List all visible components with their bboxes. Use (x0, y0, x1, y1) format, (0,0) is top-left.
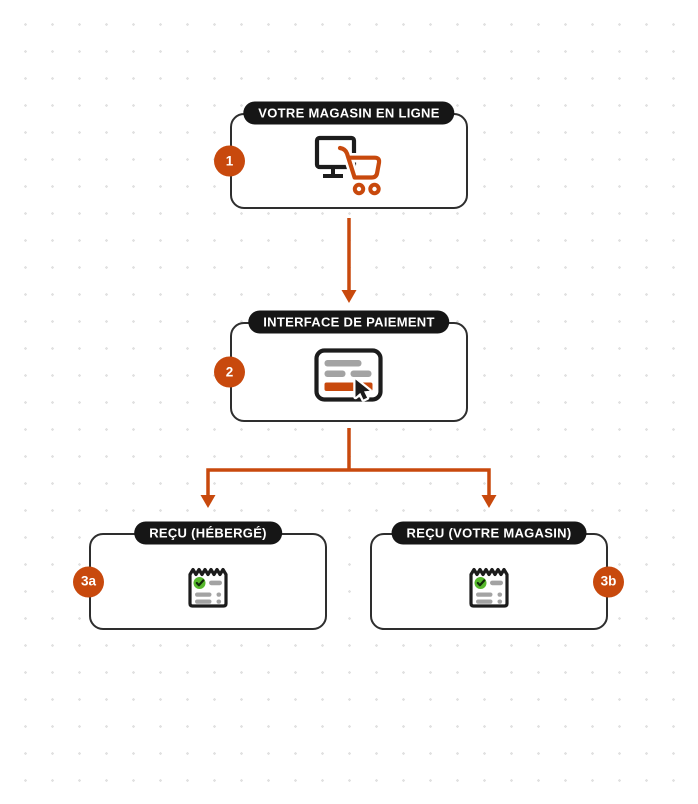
receipt-check-icon (188, 567, 228, 608)
node-title: VOTRE MAGASIN EN LIGNE (243, 101, 455, 124)
node-payment-interface: INTERFACE DE PAIEMENT 2 (214, 310, 468, 422)
receipt-lines (476, 580, 503, 604)
check-icon (193, 576, 206, 589)
arrow-1-to-2 (341, 218, 357, 303)
node-title: REÇU (VOTRE MAGASIN) (391, 521, 587, 544)
payment-form-cursor-icon (314, 348, 383, 402)
step-badge: 3b (593, 566, 624, 597)
receipt-check-icon (469, 567, 509, 608)
cursor-icon (353, 377, 372, 402)
step-badge: 3a (73, 566, 104, 597)
node-title: REÇU (HÉBERGÉ) (134, 521, 282, 544)
node-title: INTERFACE DE PAIEMENT (248, 310, 450, 333)
connector-2-to-3a-3b (200, 428, 497, 508)
check-icon (474, 576, 487, 589)
node-receipt-hosted: REÇU (HÉBERGÉ) 3a (73, 521, 327, 630)
monitor-cart-icon (314, 135, 384, 196)
receipt-lines (195, 580, 222, 604)
step-badge: 2 (214, 356, 245, 388)
node-online-store: VOTRE MAGASIN EN LIGNE 1 (214, 101, 468, 209)
form-lines (324, 360, 372, 377)
step-badge: 1 (214, 145, 245, 177)
node-receipt-your-store: REÇU (VOTRE MAGASIN) 3b (370, 521, 624, 630)
cart-icon (335, 143, 384, 196)
